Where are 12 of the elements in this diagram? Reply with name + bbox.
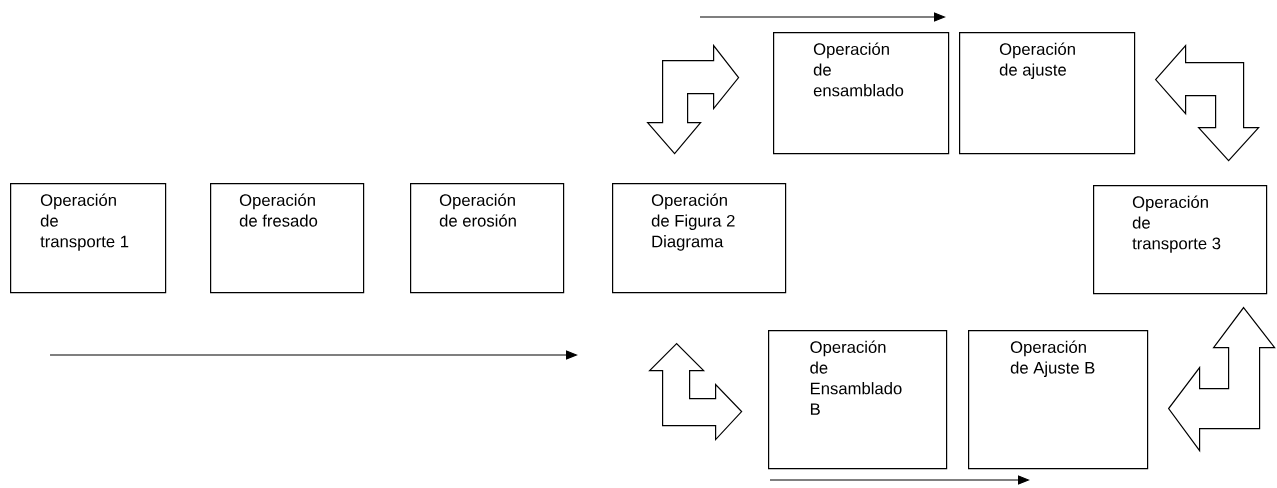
block-arrow xyxy=(646,43,740,155)
process-box: Operación de Ensamblado B xyxy=(768,330,948,470)
block-arrow xyxy=(1167,306,1276,453)
process-box: Operación de erosión xyxy=(410,183,565,294)
process-box: Operación de ajuste xyxy=(959,32,1136,155)
process-box: Operación de transporte 3 xyxy=(1093,185,1268,295)
process-box: Operación de Ajuste B xyxy=(968,330,1149,470)
process-box: Operación de Figura 2 Diagrama xyxy=(612,183,787,294)
process-box: Operación de fresado xyxy=(210,183,365,294)
block-arrow xyxy=(648,342,743,442)
process-box: Operación de transporte 1 xyxy=(10,183,167,294)
process-box: Operación de ensamblado xyxy=(773,32,950,155)
